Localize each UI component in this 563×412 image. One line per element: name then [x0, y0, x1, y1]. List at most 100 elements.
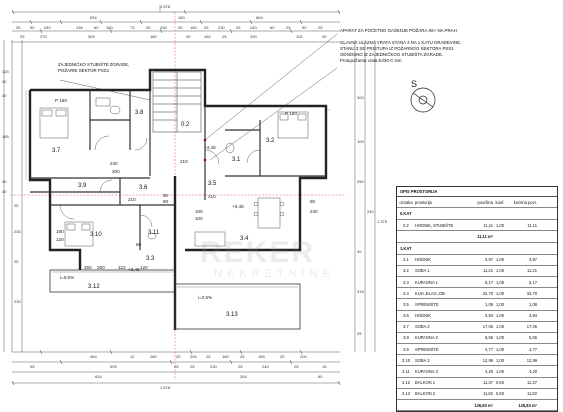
plan-dim-210-2: 210	[208, 194, 216, 199]
room-3-6: 3.6	[139, 185, 148, 191]
plan-dim-240: 240	[110, 161, 118, 166]
legend-cell-id: 3.13	[402, 391, 410, 397]
top-dim-r3-9: 25	[322, 34, 327, 39]
bottom-dim-r1-9: 25	[280, 354, 285, 359]
top-dim-r2-5: 160	[106, 25, 113, 30]
bottom-dim-r2-7: 25	[294, 364, 299, 369]
legend-header-room: prostorija	[415, 199, 432, 205]
top-dim-r3-7: 290	[250, 34, 257, 39]
legend-cell-area: 5,17	[485, 279, 493, 285]
top-dim-r2-15: 60	[270, 25, 275, 30]
legend-cell-area: 4,77	[485, 346, 493, 352]
legend-cell-k: 1,00	[496, 346, 504, 352]
compass-symbol	[410, 87, 436, 113]
bottom-dim-r1-4: 200	[190, 354, 197, 359]
top-dim-r3-3: 180	[150, 34, 157, 39]
exterior-walls	[28, 68, 328, 330]
bottom-dim-r1-8: 185	[258, 354, 265, 359]
bottom-dim-r2-0: 95	[30, 364, 35, 369]
top-dim-r2-8: 230	[160, 25, 167, 30]
bottom-dim-r2-4: 230	[210, 364, 217, 369]
bottom-dim-r1-7: 25	[240, 354, 245, 359]
legend-cell-id: 3.1	[403, 257, 409, 263]
watermark-logo: REKER	[200, 236, 316, 269]
legend-cell-area: 1,08	[485, 301, 493, 307]
legend-cell-useful: 5,17	[529, 279, 537, 285]
bottom-dim-r1-10: 200	[300, 354, 307, 359]
room-legend-table: OPIS PROSTORIJA oznaka prostorija površi…	[396, 186, 558, 412]
legend-cell-name: SPREMIŠTE	[415, 301, 439, 307]
level-mark-2: +3,45	[204, 145, 216, 150]
floor-plan-svg	[3, 5, 436, 386]
balconies	[49, 269, 301, 330]
legend-cell-id: 3.12	[402, 380, 410, 386]
leader-lines	[59, 33, 338, 162]
legend-cell-name: BALKON 1	[415, 380, 436, 386]
hatch-walls	[25, 90, 330, 180]
plan-dim-210-1: 210	[128, 197, 136, 202]
bottom-total-dim: 1.578	[160, 385, 171, 390]
top-dim-r3-2: 309	[88, 34, 95, 39]
legend-cell-id: 3.11	[402, 369, 410, 375]
legend-cell-name: SOBA 3	[415, 357, 430, 363]
legend-cell-k: 0,50	[496, 380, 504, 386]
door-note-line-3: ODNOSNO IZ ZAJEDNIČKOG STUBIŠTA ZGRADE.	[340, 52, 444, 57]
plan-dim-210: 210	[180, 159, 188, 164]
bottom-dim-r2-3: 25	[190, 364, 195, 369]
left-dim-8: 25	[14, 259, 19, 264]
right-dim-5: 40	[357, 249, 362, 254]
plan-dim-100-b: 100	[195, 216, 203, 221]
room-3-1: 3.1	[232, 157, 241, 163]
top-dim-r2-12: 230	[218, 25, 225, 30]
right-dim-7: 25	[357, 331, 362, 336]
top-dim-r3-0: 25	[20, 34, 25, 39]
door-note-line-1: GLAVNA ULAZNA VRATA STANA 3 NA 1 KATU GR…	[340, 40, 462, 45]
right-dim-3: 250	[357, 179, 364, 184]
legend-level-1-sum-useful: 126,83 m²	[518, 402, 537, 408]
left-dim-4: 10	[2, 179, 7, 184]
stair-note-line-1: ZAJEDNIČKO STUBIŠTE ZGRADE,	[58, 62, 130, 67]
top-dim-r2-1: 90	[30, 25, 35, 30]
plan-dim-100-a: 100	[195, 209, 203, 214]
legend-cell-name: HODNIK, STUBIŠTE	[415, 222, 454, 228]
top-dim-r2-16: 25	[286, 25, 291, 30]
legend-cell-area: 5,55	[485, 335, 493, 341]
legend-cell-useful: 17,06	[526, 324, 537, 330]
left-dim-1: 10	[2, 79, 7, 84]
legend-cell-useful: 4,20	[529, 369, 537, 375]
legend-cell-area: 3,97	[485, 257, 493, 263]
plan-dim-240-b: 240	[310, 209, 318, 214]
compass-label: S	[411, 79, 418, 89]
top-dim-r2-6: 73	[130, 25, 135, 30]
top-dim-r2-11: 25	[204, 25, 209, 30]
plan-dim-80-b: 80	[310, 199, 316, 204]
room-3-10: 3.10	[90, 232, 102, 238]
right-dim-1: 300	[357, 95, 364, 100]
left-dim-6: 25	[14, 203, 19, 208]
legend-cell-area: 17,06	[482, 324, 493, 330]
legend-cell-area: 11,37	[483, 380, 493, 386]
plan-dim-60: 60	[136, 242, 142, 247]
legend-cell-k: 1,00	[496, 324, 504, 330]
legend-level-1: 1.KAT	[397, 243, 557, 255]
legend-header-coef: koef.	[495, 199, 505, 205]
legend-cell-useful: 11,11	[527, 222, 537, 228]
top-dim-r2-7: 25	[146, 25, 151, 30]
plan-dim-250-a: 250	[84, 265, 92, 270]
legend-cell-area: 12,99	[482, 357, 493, 363]
top-dim-r1-2: 664	[256, 15, 263, 20]
bottom-dim-r1-6: 160	[222, 354, 229, 359]
plan-dim-80: 80	[163, 199, 169, 204]
left-dim-9: 230	[14, 299, 21, 304]
room-3-2: 3.2	[266, 138, 275, 144]
